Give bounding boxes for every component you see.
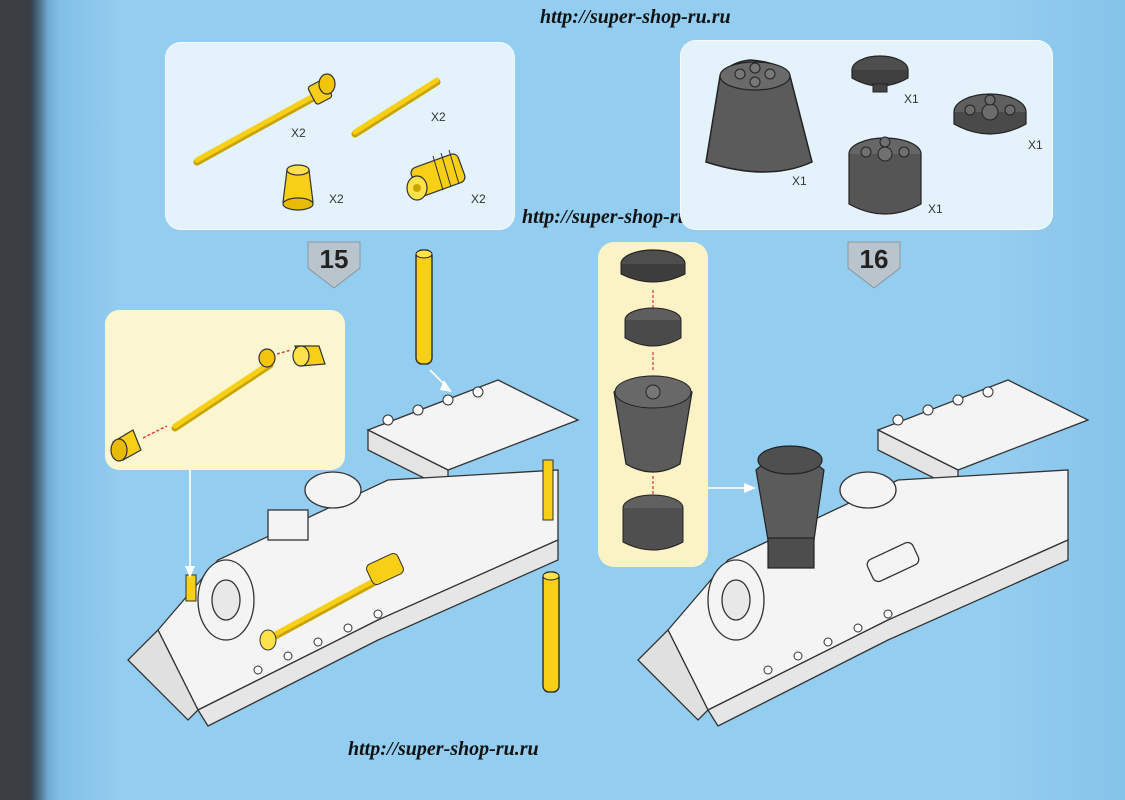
qty-round-brick: X1 [928,202,943,216]
round-brick-icon [848,136,922,215]
step15-parts-panel: X2 X2 X2 X2 [165,42,515,230]
step15-arrow-icon [307,241,361,289]
step16-locomotive-illustration [637,379,1090,727]
qty-axle: X2 [431,110,446,124]
step16-badge: 16 [844,240,904,290]
yellow-axle-lower-icon [542,571,560,693]
qty-axle-with-stop: X2 [291,126,306,140]
axle-subassembly-illustration [110,345,326,462]
cone-brick-icon [705,59,813,173]
step15-locomotive-illustration [127,379,580,727]
qty-cone-brick: X1 [792,174,807,188]
round-tile-icon [851,55,909,93]
book-spine [30,0,60,800]
step16-parts-illustration [705,55,1027,215]
qty-round-plate: X1 [1028,138,1043,152]
step15-number: 15 [319,244,349,274]
qty-bush: X2 [329,192,344,206]
bush-icon [282,164,314,211]
axle-with-stop-icon [193,73,336,166]
yellow-axle-upper-icon [415,249,433,365]
step16-number: 16 [859,244,889,274]
step15-subassembly-callout [105,310,345,470]
qty-round-tile: X1 [904,92,919,106]
chimney-stack-illustration [613,249,693,551]
step16-chimney-callout [598,242,708,567]
connector-ribbed-icon [406,149,466,201]
step15-badge: 15 [304,240,364,290]
step16-arrow-icon [847,241,901,289]
watermark-middle: http://super-shop-ru.ru [522,206,713,228]
qty-connector: X2 [471,192,486,206]
axle-icon [351,77,441,138]
round-plate-icon [953,93,1027,135]
watermark-top: http://super-shop-ru.ru [540,6,731,28]
step15-parts-illustration [193,73,466,211]
watermark-bottom: http://super-shop-ru.ru [348,738,539,760]
step16-parts-panel: X1 X1 X1 X1 [680,40,1053,230]
chimney-icon [755,445,825,569]
